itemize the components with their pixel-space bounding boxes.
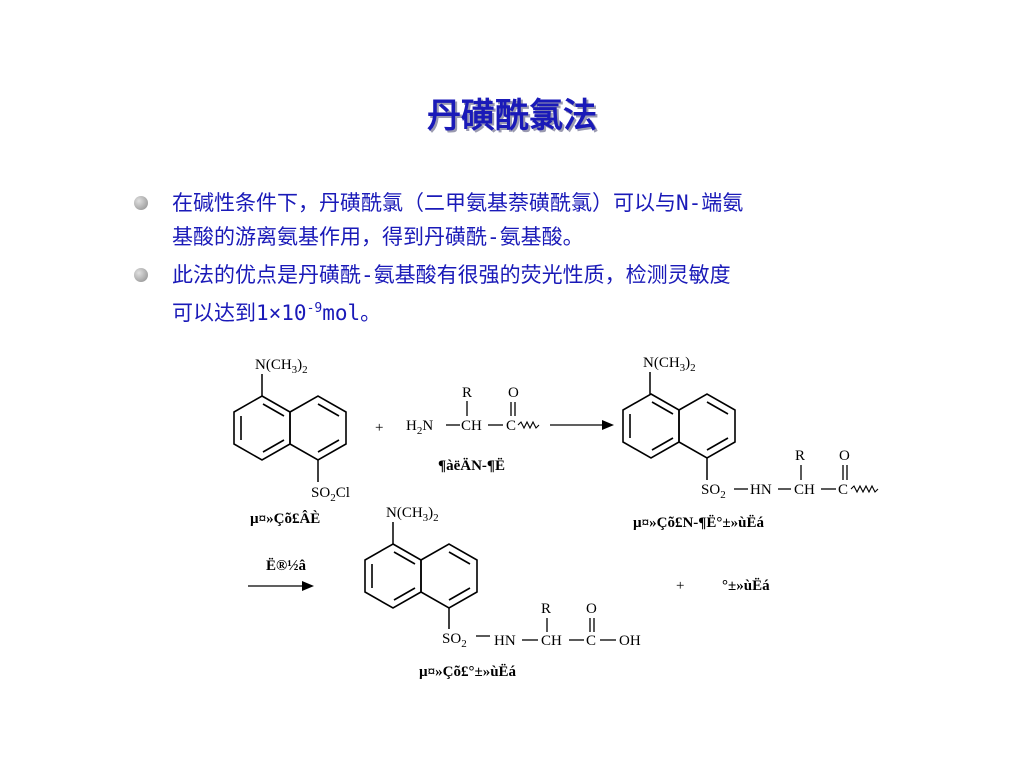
svg-text:CH: CH	[541, 633, 562, 649]
svg-text:C: C	[506, 418, 516, 434]
plus-sign: +	[676, 578, 684, 594]
bullet-dot-icon	[134, 268, 148, 282]
peptide-structure: R O H2N CH C ¶àëÄN-¶Ë	[406, 385, 540, 474]
slide-title: 丹磺酰氯法	[427, 96, 597, 136]
svg-text:N(CH3)2: N(CH3)2	[255, 357, 308, 376]
svg-text:R: R	[462, 385, 472, 401]
bullet-line: 可以达到1×10-9mol。	[172, 301, 382, 325]
bullet-line: 此法的优点是丹磺酰-氨基酸有很强的荧光性质，检测灵敏度	[172, 263, 731, 287]
svg-text:HN: HN	[750, 482, 772, 498]
svg-text:O: O	[839, 448, 850, 464]
svg-text:CH: CH	[461, 418, 482, 434]
dansyl-peptide-structure: N(CH3)2 SO2 HN R CH O C µ¤»Çõ£N-¶Ë°±»ùËá	[622, 355, 879, 531]
svg-text:SO2: SO2	[701, 482, 726, 501]
bullet-line: 基酸的游离氨基作用，得到丹磺酰-氨基酸。	[172, 225, 584, 249]
svg-text:R: R	[541, 601, 551, 617]
dansyl-amino-acid-structure: N(CH3)2 SO2 HN R CH O C OH µ¤»Çõ£°±»ùËá	[364, 505, 641, 680]
svg-text:OH: OH	[619, 633, 641, 649]
peptide-label: ¶àëÄN-¶Ë	[438, 458, 505, 474]
dansyl-chloride-structure: N(CH3)2 SO2Cl µ¤»Çõ£ÂÈ	[233, 357, 350, 527]
bullet-list: 在碱性条件下，丹磺酰氯（二甲氨基萘磺酰氯）可以与N-端氨 基酸的游离氨基作用，得…	[134, 186, 954, 334]
svg-text:H2N: H2N	[406, 418, 433, 437]
plus-sign: +	[375, 420, 383, 436]
bullet-item: 此法的优点是丹磺酰-氨基酸有很强的荧光性质，检测灵敏度 可以达到1×10-9mo…	[134, 258, 954, 330]
svg-text:SO2: SO2	[442, 631, 467, 650]
hydrolysis-label: Ë®½â	[266, 558, 306, 574]
svg-text:O: O	[508, 385, 519, 401]
svg-text:N(CH3)2: N(CH3)2	[386, 505, 439, 524]
svg-text:R: R	[795, 448, 805, 464]
dansyl-amino-acid-label: µ¤»Çõ£°±»ùËá	[419, 664, 517, 680]
svg-text:SO2Cl: SO2Cl	[311, 485, 350, 504]
free-amino-acid-label: °±»ùËá	[722, 578, 770, 594]
svg-text:HN: HN	[494, 633, 516, 649]
svg-text:C: C	[838, 482, 848, 498]
dansyl-chloride-label: µ¤»Çõ£ÂÈ	[250, 510, 320, 527]
bullet-item: 在碱性条件下，丹磺酰氯（二甲氨基萘磺酰氯）可以与N-端氨 基酸的游离氨基作用，得…	[134, 186, 954, 254]
dansyl-peptide-label: µ¤»Çõ£N-¶Ë°±»ùËá	[633, 515, 764, 531]
bullet-dot-icon	[134, 196, 148, 210]
svg-text:CH: CH	[794, 482, 815, 498]
svg-text:C: C	[586, 633, 596, 649]
svg-text:O: O	[586, 601, 597, 617]
bullet-line: 在碱性条件下，丹磺酰氯（二甲氨基萘磺酰氯）可以与N-端氨	[172, 191, 744, 215]
svg-text:N(CH3)2: N(CH3)2	[643, 355, 696, 374]
